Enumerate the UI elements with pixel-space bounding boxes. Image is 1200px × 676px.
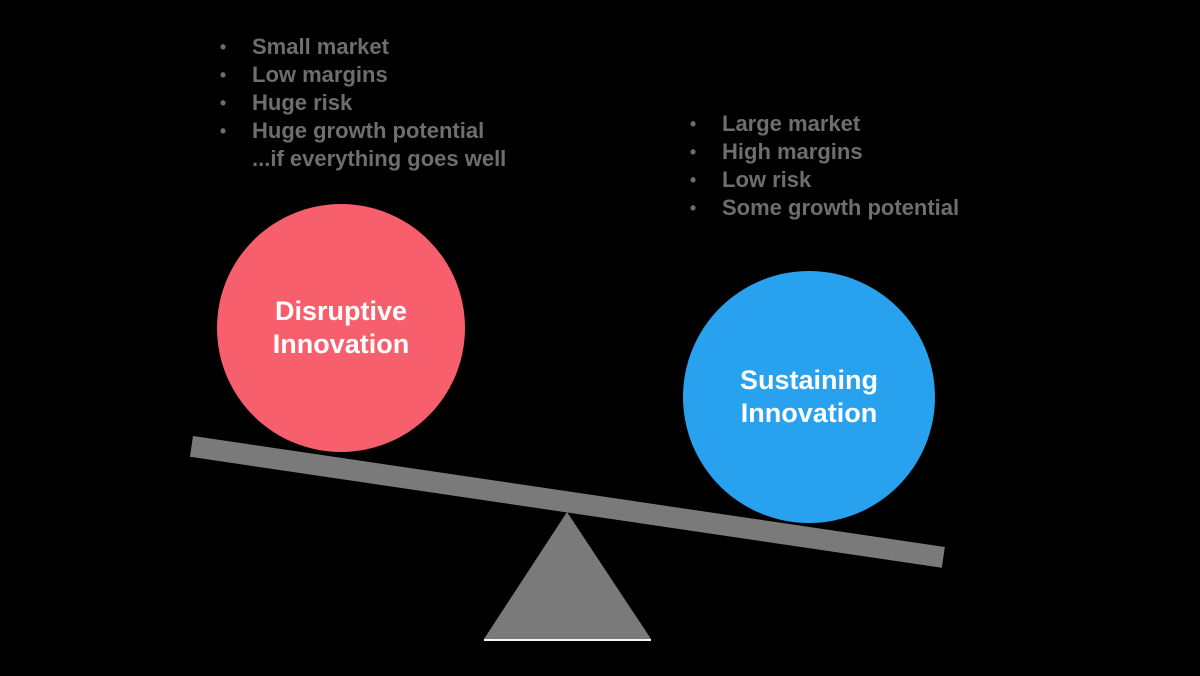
bullet-dot: • <box>689 170 697 190</box>
bullet-dot: • <box>219 121 227 141</box>
bullet-dot: • <box>689 142 697 162</box>
list-item: • Huge risk <box>214 89 506 117</box>
circle-label-line: Innovation <box>740 398 878 428</box>
bullet-dot: • <box>689 198 697 218</box>
list-item-text: Large market <box>722 111 861 136</box>
list-item: • High margins <box>684 138 959 166</box>
bullet-dot: • <box>219 93 227 113</box>
list-item: • Huge growth potential <box>214 117 506 145</box>
list-item-text: Huge growth potential <box>252 118 485 143</box>
list-item-text: Low risk <box>722 167 812 192</box>
bullet-dot: • <box>219 65 227 85</box>
bullet-dot: • <box>219 37 227 57</box>
list-item-text: Huge risk <box>252 90 353 115</box>
list-item: • Large market <box>684 110 959 138</box>
fulcrum-base-line <box>484 639 651 641</box>
list-item-text: High margins <box>722 139 863 164</box>
seesaw-fulcrum-triangle <box>484 512 651 639</box>
disruptive-bullet-list: • Small market • Low margins • Huge risk… <box>214 33 506 173</box>
circle-label-line: Disruptive <box>274 296 408 326</box>
circle-label-line: Sustaining <box>739 365 878 395</box>
list-item: • Low risk <box>684 166 959 194</box>
list-item-text: Low margins <box>252 62 388 87</box>
list-item-text: Small market <box>252 34 389 59</box>
list-item: • Some growth potential <box>684 194 959 222</box>
list-item-continuation: ...if everything goes well <box>214 145 506 173</box>
list-item-text: ...if everything goes well <box>252 146 507 171</box>
bullet-dot: • <box>689 114 697 134</box>
circle-label-line: Innovation <box>272 329 410 359</box>
list-item-text: Some growth potential <box>722 195 960 220</box>
sustaining-bullet-list: • Large market • High margins • Low risk… <box>684 110 959 222</box>
sustaining-innovation-circle: Sustaining Innovation <box>683 271 935 523</box>
list-item: • Small market <box>214 33 506 61</box>
disruptive-innovation-circle: Disruptive Innovation <box>217 204 465 452</box>
list-item: • Low margins <box>214 61 506 89</box>
